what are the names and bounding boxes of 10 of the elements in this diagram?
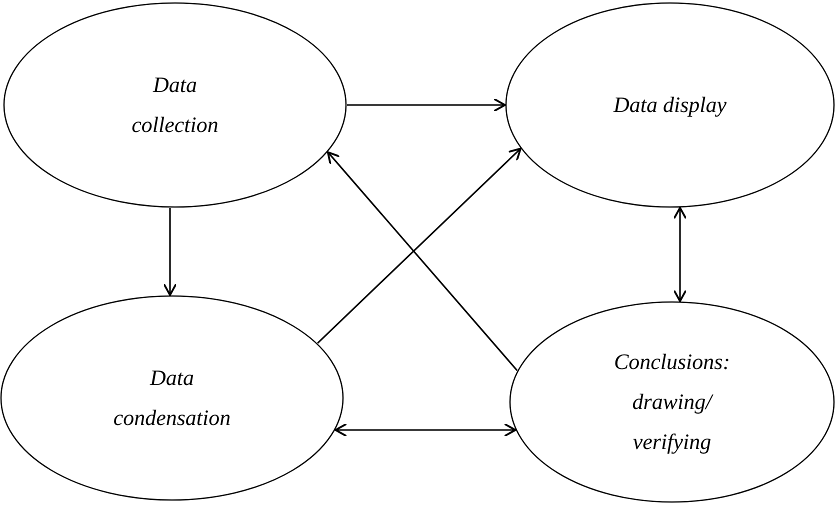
arrow bbox=[347, 98, 506, 112]
arrow bbox=[317, 148, 522, 344]
node-label: Data condensation bbox=[112, 364, 232, 432]
arrow bbox=[326, 151, 518, 372]
node-label: Data collection bbox=[130, 71, 220, 139]
arrow bbox=[163, 208, 177, 296]
arrow bbox=[673, 206, 687, 302]
node-label: Data display bbox=[612, 91, 728, 119]
node-label: Conclusions: drawing/ verifying bbox=[612, 348, 732, 456]
arrow bbox=[334, 423, 516, 437]
